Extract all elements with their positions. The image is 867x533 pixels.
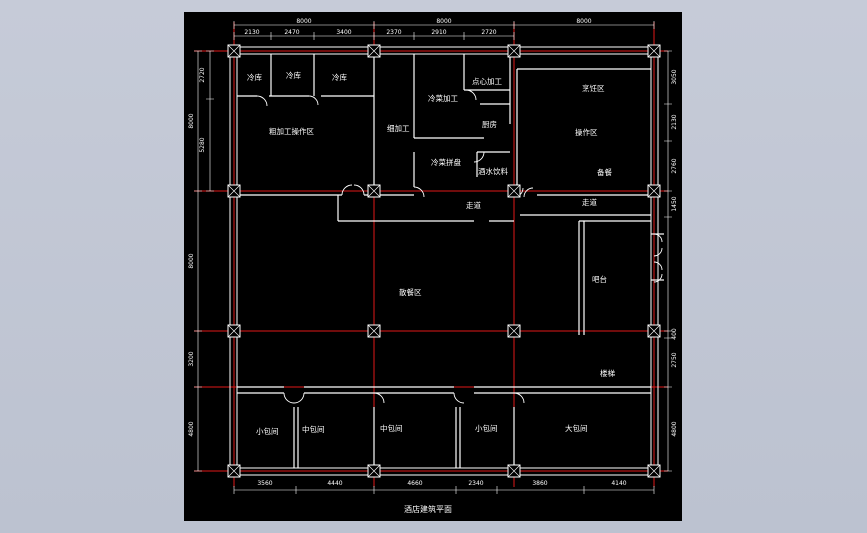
dim-top-major-1: 8000	[296, 18, 311, 25]
dim-right-6: 2750	[671, 352, 678, 367]
outer-wall	[229, 46, 659, 476]
room-cooking-zone: 烹饪区	[582, 83, 605, 93]
room-private-medium-1: 中包间	[302, 424, 325, 434]
dim-left-minor-1: 2720	[199, 67, 206, 82]
room-fine-processing: 细加工	[387, 123, 410, 133]
dim-right-3: 2760	[671, 158, 678, 173]
dim-bottom-1: 3560	[257, 480, 272, 487]
room-private-small-2: 小包间	[475, 423, 498, 433]
room-cold-store-1: 冷库	[247, 72, 262, 82]
dim-bottom-6: 4140	[611, 480, 626, 487]
dim-top-major-2: 8000	[436, 18, 451, 25]
room-private-medium-2: 中包间	[380, 423, 403, 433]
dim-right-7: 4800	[671, 421, 678, 436]
column-crosses	[227, 44, 661, 478]
room-private-large: 大包间	[565, 423, 588, 433]
dim-top-minor-5: 2910	[431, 29, 446, 36]
dim-top-minor-1: 2130	[244, 29, 259, 36]
dim-left-minor-2: 5280	[199, 137, 206, 152]
dim-top-minor-3: 3400	[336, 29, 351, 36]
room-corridor-2: 走道	[582, 197, 597, 207]
dim-right-1: 3050	[671, 69, 678, 84]
room-dining-hall: 散餐区	[399, 287, 422, 297]
room-stairs: 楼梯	[600, 368, 615, 378]
room-kitchen: 厨房	[482, 119, 497, 129]
room-spare: 备餐	[597, 167, 612, 177]
dim-top-major-3: 8000	[576, 18, 591, 25]
dim-right-5: 400	[671, 328, 678, 340]
dim-top-minor-2: 2470	[284, 29, 299, 36]
room-cold-dish-plating: 冷菜拼盘	[431, 157, 461, 167]
dim-right-4: 1450	[671, 196, 678, 211]
room-bar: 吧台	[592, 274, 607, 284]
dim-bottom-3: 4660	[407, 480, 422, 487]
dim-left-major-2: 8000	[188, 253, 195, 268]
structural-columns	[227, 44, 661, 478]
floor-plan-drawing: 8000 8000 8000 2130 2470 3400 2370 2910 …	[188, 18, 678, 514]
cad-viewport[interactable]: 8000 8000 8000 2130 2470 3400 2370 2910 …	[184, 12, 682, 521]
room-cold-dish-processing: 冷菜加工	[428, 93, 458, 103]
dim-left-major-3: 3200	[188, 351, 195, 366]
room-pastry-processing: 点心加工	[472, 76, 502, 86]
dim-top-minor-4: 2370	[386, 29, 401, 36]
room-drinks: 酒水饮料	[478, 166, 508, 176]
room-private-small-1: 小包间	[256, 426, 279, 436]
dim-right-2: 2130	[671, 114, 678, 129]
drawing-title: 酒店建筑平面	[404, 504, 452, 514]
dimension-lines	[194, 21, 672, 494]
room-cold-store-3: 冷库	[332, 72, 347, 82]
room-cold-store-2: 冷库	[286, 70, 301, 80]
dim-bottom-4: 2340	[468, 480, 483, 487]
dim-bottom-5: 3860	[532, 480, 547, 487]
room-corridor-1: 走道	[466, 200, 481, 210]
interior-walls	[237, 54, 664, 468]
room-operation-zone: 操作区	[575, 127, 598, 137]
room-rough-processing: 粗加工操作区	[269, 126, 314, 136]
dim-bottom-2: 4440	[327, 480, 342, 487]
dim-left-major-4: 4800	[188, 421, 195, 436]
dim-left-major-1: 8000	[188, 113, 195, 128]
dim-top-minor-6: 2720	[481, 29, 496, 36]
door-swings	[256, 89, 663, 404]
